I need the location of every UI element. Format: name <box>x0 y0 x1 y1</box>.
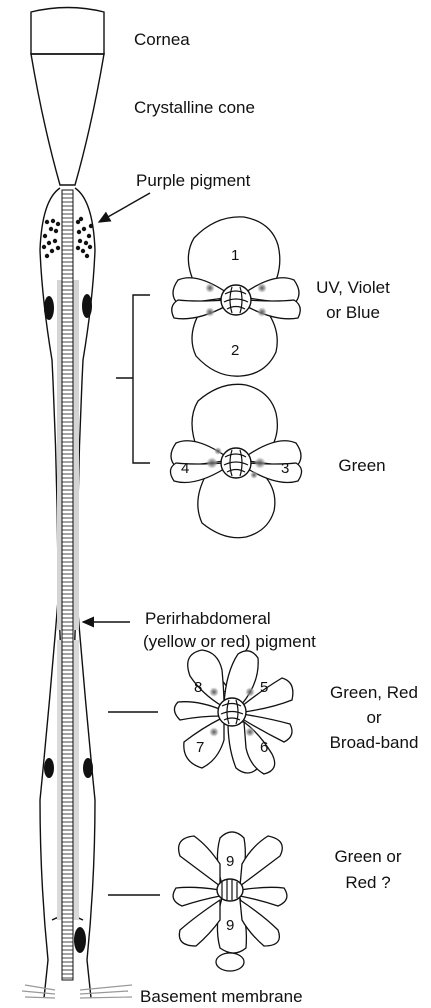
label-perirhabdomeral-line2: (yellow or red) pigment <box>143 632 316 651</box>
sensitivity-upper-line1: UV, Violet <box>316 278 390 297</box>
cross-section-lower: 9 9 <box>173 832 287 971</box>
cell-number-label: 4 <box>181 460 189 477</box>
label-basement-membrane: Basement membrane <box>140 987 303 1006</box>
sensitivity-middle-line1: Green, Red <box>330 683 418 702</box>
cross-section-upper: 1 2 <box>172 217 301 376</box>
crystalline-cone <box>31 54 104 185</box>
cross-section-green: 4 3 <box>170 384 301 537</box>
cell-number-label: 5 <box>260 679 268 696</box>
cornea-lens <box>31 8 104 55</box>
ommatidium <box>22 8 132 999</box>
purple-pigment-arrow <box>99 193 150 222</box>
sensitivity-middle-line2: or <box>366 708 381 727</box>
cell-number-label: 9 <box>226 917 234 934</box>
cross-section-middle: 8 5 7 6 <box>174 650 292 774</box>
rhabdom <box>62 190 73 980</box>
sensitivity-lower-line1: Green or <box>334 847 401 866</box>
cell-number-label: 8 <box>194 679 202 696</box>
cell-number-label: 3 <box>281 460 289 477</box>
upper-section-bracket <box>116 295 150 463</box>
cell-number-label: 2 <box>231 342 239 359</box>
cell-number-label: 9 <box>226 853 234 870</box>
label-purple-pigment: Purple pigment <box>136 171 251 190</box>
label-crystalline-cone: Crystalline cone <box>134 98 255 117</box>
cell-number-label: 7 <box>196 739 204 756</box>
sensitivity-upper-line2: or Blue <box>326 303 380 322</box>
cell-number-label: 1 <box>231 247 239 264</box>
label-cornea: Cornea <box>134 30 190 49</box>
label-perirhabdomeral-line1: Perirhabdomeral <box>145 609 271 628</box>
cell-number-label: 6 <box>260 739 268 756</box>
sensitivity-middle-line3: Broad-band <box>330 733 419 752</box>
sensitivity-lower-line2: Red ? <box>345 873 390 892</box>
basement-membrane <box>22 985 132 998</box>
sensitivity-green: Green <box>338 456 385 475</box>
